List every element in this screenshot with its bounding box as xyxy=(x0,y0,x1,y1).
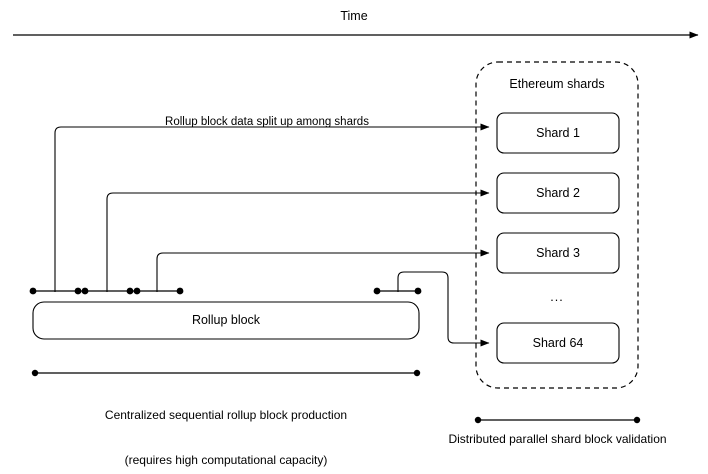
shard-ellipsis-label: ... xyxy=(550,290,564,304)
rollup-block-box[interactable] xyxy=(32,301,420,340)
connector-segment3-to-shard3 xyxy=(156,249,490,292)
ethereum-shards-title: Ethereum shards xyxy=(509,77,605,91)
distributed-span-line xyxy=(474,416,641,424)
shard-box-3[interactable] xyxy=(496,232,620,274)
centralized-annotation-line1: Centralized sequential rollup block prod… xyxy=(104,408,348,422)
shard-3-label[interactable]: Shard 3 xyxy=(536,246,580,260)
centralized-span-line xyxy=(31,369,421,377)
shard-2-label[interactable]: Shard 2 xyxy=(536,186,580,200)
connector-segment1-to-shard1 xyxy=(54,123,490,292)
centralized-annotation-line2: (requires high computational capacity) xyxy=(124,453,328,467)
shard-box-64[interactable] xyxy=(496,322,620,364)
rollup-segment-markers xyxy=(29,287,422,295)
centralized-annotation: Centralized sequential rollup block prod… xyxy=(20,378,432,474)
shard-1-label[interactable]: Shard 1 xyxy=(536,126,580,140)
time-axis-label: Time xyxy=(340,9,368,23)
rollup-block-label[interactable]: Rollup block xyxy=(191,313,261,327)
ethereum-shards-container xyxy=(475,61,639,389)
shard-box-1[interactable] xyxy=(496,112,620,154)
distributed-annotation: Distributed parallel shard block validat… xyxy=(448,432,667,446)
rollup-split-label: Rollup block data split up among shards xyxy=(165,116,369,128)
shard-box-2[interactable] xyxy=(496,172,620,214)
shard-64-label[interactable]: Shard 64 xyxy=(532,336,584,350)
connector-segment64-to-shard64 xyxy=(397,271,490,347)
connector-segment2-to-shard2 xyxy=(106,189,490,292)
